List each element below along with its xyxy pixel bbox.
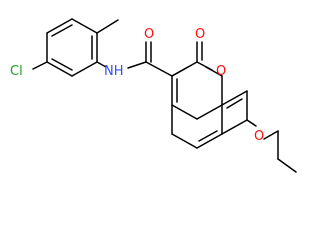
propyl-bond-1 — [263, 130, 279, 140]
bond — [46, 61, 73, 77]
double-bond — [198, 130, 218, 142]
aryl-nitrogen-bond — [96, 61, 107, 68]
methyl-bond — [96, 19, 119, 34]
bond — [171, 104, 198, 120]
carbonyl-oxygen-label: O — [144, 27, 154, 42]
chlorine-bond — [32, 61, 48, 70]
lactone-carbonyl-oxygen-label: O — [195, 27, 205, 42]
bond — [221, 119, 248, 135]
bond — [71, 61, 98, 77]
double-bond — [226, 98, 243, 109]
bond — [196, 133, 223, 149]
double-bond — [51, 24, 73, 37]
aryl-ether-bond — [246, 119, 257, 127]
bond — [46, 18, 73, 34]
bond — [171, 133, 198, 149]
chlorine-label: Cl — [10, 64, 23, 79]
ether-oxygen-label: O — [254, 129, 264, 144]
benzo-ring — [171, 90, 248, 149]
amide-nh-label: NH — [104, 64, 124, 79]
c2-o1-bond — [196, 61, 213, 71]
double-bond — [51, 58, 73, 71]
ring-oxygen-label: O — [216, 64, 226, 79]
molecule-structure-diagram: Cl NH O O O O — [10, 18, 297, 173]
propyl-bond-3 — [277, 158, 297, 173]
nitrogen-carbonyl-bond — [127, 61, 147, 69]
bond — [196, 104, 223, 120]
c2-c3-bond — [171, 61, 198, 77]
chlorotoluene-ring — [46, 18, 98, 77]
bond — [71, 18, 98, 34]
carbonyl-ring-bond — [145, 61, 173, 77]
bond — [221, 90, 248, 106]
pyranone-ring — [171, 66, 223, 120]
